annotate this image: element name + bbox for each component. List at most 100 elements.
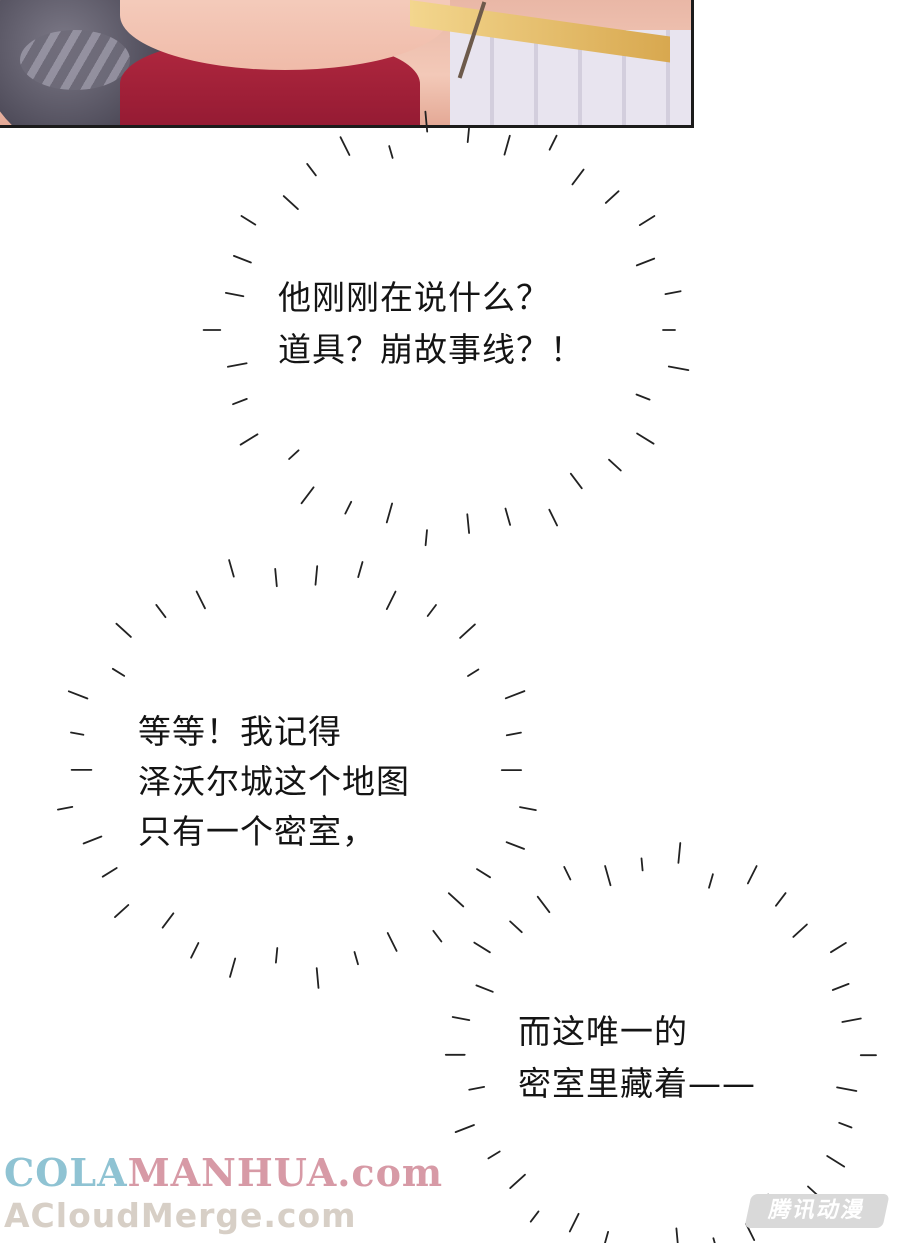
burst-stroke [282,195,299,211]
burst-stroke [569,472,583,490]
burst-stroke [505,731,522,737]
burst-stroke [509,1173,526,1189]
burst-stroke [571,168,585,186]
burst-stroke [226,362,248,368]
burst-stroke [677,842,682,864]
burst-stroke [467,668,480,677]
burst-stroke [712,1237,716,1243]
burst-stroke [111,667,126,677]
balloon-line: 只有一个密室， [138,812,376,851]
burst-stroke [459,623,476,639]
burst-stroke [830,942,847,954]
burst-stroke [604,1231,609,1243]
burst-stroke [315,967,320,989]
burst-stroke [503,134,511,156]
burst-stroke [838,1121,853,1129]
balloon-line: 他刚刚在说什么？ [278,278,550,317]
burst-stroke [568,1212,580,1233]
burst-stroke [57,806,74,811]
burst-stroke [831,983,850,991]
burst-stroke [432,929,443,943]
burst-stroke [505,841,525,850]
burst-stroke [195,590,206,610]
balloon-line: 密室里藏着—— [518,1064,756,1103]
speech-balloon-3: 而这唯一的 密室里藏着—— [518,1006,756,1110]
burst-stroke [466,127,470,144]
burst-stroke [708,873,714,889]
balloon-line: 等等！我记得 [138,712,342,751]
burst-stroke [519,806,537,811]
burst-stroke [475,984,494,993]
burst-stroke [836,1086,858,1092]
watermark-acloudmerge: ACloudMerge.com [4,1196,357,1235]
burst-stroke [792,923,808,938]
speech-balloon-1: 他刚刚在说什么？ 道具？崩故事线？！ [278,272,584,376]
burst-stroke [536,895,551,914]
burst-stroke [274,947,279,964]
burst-stroke [114,904,130,918]
burst-stroke [70,731,85,736]
burst-stroke [357,561,364,578]
burst-stroke [232,254,252,264]
burst-stroke [826,1155,846,1168]
burst-stroke [424,529,428,547]
burst-stroke [476,868,492,879]
burst-stroke [454,1124,475,1133]
burst-stroke [314,565,319,586]
burst-stroke [608,458,622,472]
burst-stroke [529,1210,540,1223]
burst-stroke [487,1150,501,1160]
burst-stroke [509,920,523,934]
balloon-line: 而这唯一的 [518,1012,688,1051]
burst-stroke [67,690,89,700]
burst-stroke [306,162,317,177]
burst-stroke [385,502,394,524]
watermark-part: COLA [4,1150,128,1195]
burst-stroke [228,559,235,578]
burst-stroke [667,365,690,372]
burst-stroke [385,590,397,610]
burst-stroke [344,500,353,515]
burst-stroke [563,866,572,881]
burst-stroke [675,1227,679,1243]
burst-stroke [640,857,644,872]
speech-balloon-2: 等等！我记得 泽沃尔城这个地图 只有一个密室， [138,707,410,857]
burst-stroke [473,941,491,954]
burst-stroke [635,257,656,267]
burst-stroke [300,486,315,505]
burst-stroke [451,1016,471,1021]
balloon-line: 泽沃尔城这个地图 [138,762,410,801]
burst-stroke [229,957,237,978]
burst-stroke [274,568,278,588]
burst-stroke [115,622,132,638]
watermark-part: MANHUA.com [127,1150,444,1195]
burst-stroke [636,432,655,445]
burst-stroke [604,865,612,887]
burst-stroke [841,1017,862,1023]
burst-stroke [504,507,512,526]
burst-stroke [664,290,682,296]
burst-stroke [466,513,471,534]
burst-stroke [239,433,259,446]
burst-stroke [504,690,526,700]
burst-stroke [638,215,656,227]
burst-stroke [224,291,245,298]
burst-stroke [548,508,558,527]
burst-stroke [388,145,394,159]
burst-stroke [747,865,758,885]
burst-stroke [447,892,465,908]
burst-stroke [775,892,787,907]
burst-stroke [424,110,429,133]
burst-stroke [161,912,175,929]
burst-stroke [353,951,359,966]
burst-stroke [426,604,437,617]
burst-stroke [288,449,300,460]
burst-stroke [468,1086,486,1091]
burst-stroke [386,932,398,952]
braid-shape [20,30,130,90]
balloon-line: 道具？崩故事线？！ [278,330,584,369]
burst-stroke [155,604,167,619]
burst-stroke [101,867,118,878]
burst-stroke [190,942,200,959]
burst-stroke [635,393,651,401]
